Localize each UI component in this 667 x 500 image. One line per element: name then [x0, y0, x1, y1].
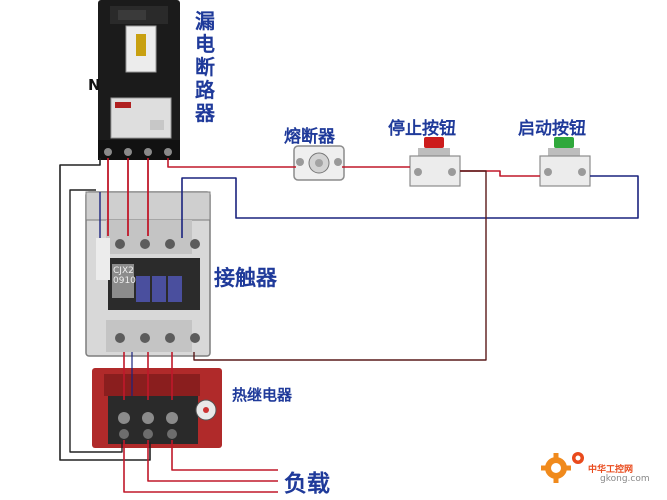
leakage-breaker — [98, 0, 180, 160]
breaker-char-5: 器 — [195, 101, 215, 125]
contactor — [85, 191, 211, 357]
contactor-label: 接触器 — [214, 266, 277, 290]
thermal-relay-label: 热继电器 — [232, 386, 293, 404]
start-button-label: 启动按钮 — [518, 119, 586, 139]
breaker-char-4: 路 — [195, 78, 215, 102]
load-label: 负载 — [284, 471, 330, 497]
watermark-title: 中华工控网 — [588, 465, 634, 475]
watermark-url: gkong.com — [600, 474, 650, 484]
breaker-label: 漏 电 断 路 器 — [191, 10, 219, 125]
gear-icon — [541, 453, 571, 483]
start-button — [539, 137, 591, 187]
breaker-char-3: 断 — [195, 55, 215, 79]
breaker-char-1: 漏 — [195, 9, 215, 33]
stop-button-label: 停止按钮 — [388, 119, 456, 139]
thermal-relay — [92, 368, 222, 448]
stop-button — [409, 137, 461, 187]
wires — [59, 158, 639, 493]
fuse — [293, 145, 345, 181]
breaker-char-2: 电 — [195, 32, 215, 56]
contactor-model: CJX2 0910 — [113, 266, 136, 286]
fuse-label: 熔断器 — [284, 127, 335, 147]
gear-small-icon — [572, 452, 584, 464]
n-terminal-label: N — [88, 76, 101, 94]
